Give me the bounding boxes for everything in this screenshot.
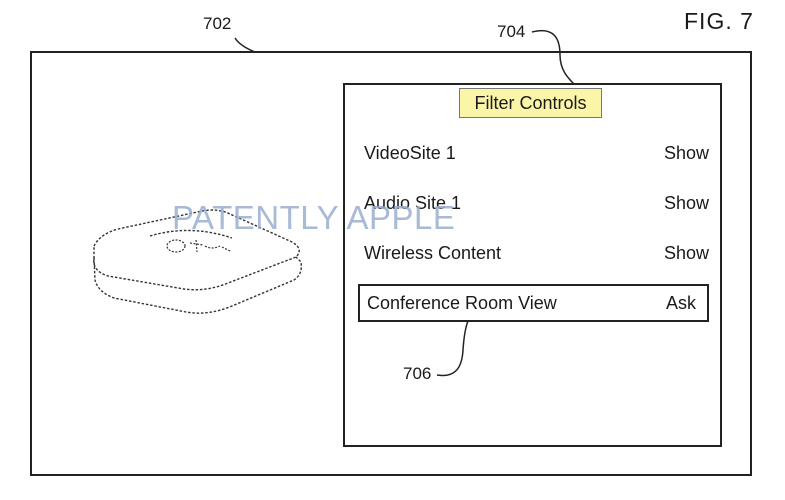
apple-tv-logo xyxy=(166,239,231,253)
filter-row-value-wireless[interactable]: Show xyxy=(663,243,709,263)
watermark-text: PATENTLY APPLE xyxy=(172,199,456,236)
filter-row-name-videosite: VideoSite 1 xyxy=(364,143,456,163)
set-top-box-icon xyxy=(93,209,303,314)
figure-label: FIG. 7 xyxy=(684,8,754,34)
reference-numeral-702: 702 xyxy=(203,14,232,33)
filter-row-name-wireless: Wireless Content xyxy=(364,243,502,263)
reference-numeral-704: 704 xyxy=(497,22,526,41)
leader-line-706 xyxy=(436,320,469,377)
filter-row-name-conference: Conference Room View xyxy=(367,293,557,313)
filter-row-name-audiosite: Audio Site 1 xyxy=(364,193,462,213)
reference-numeral-706: 706 xyxy=(403,364,432,383)
display-screen-frame xyxy=(30,51,752,476)
filter-controls-panel xyxy=(343,83,722,447)
filter-row-value-conference[interactable]: Ask xyxy=(665,293,696,313)
leader-line-702 xyxy=(234,37,256,53)
conference-room-highlight-box[interactable] xyxy=(358,284,709,322)
filter-controls-title: Filter Controls xyxy=(459,88,602,118)
leader-line-704 xyxy=(531,29,575,85)
filter-row-value-audiosite[interactable]: Show xyxy=(663,193,709,213)
filter-row-value-videosite[interactable]: Show xyxy=(663,143,709,163)
